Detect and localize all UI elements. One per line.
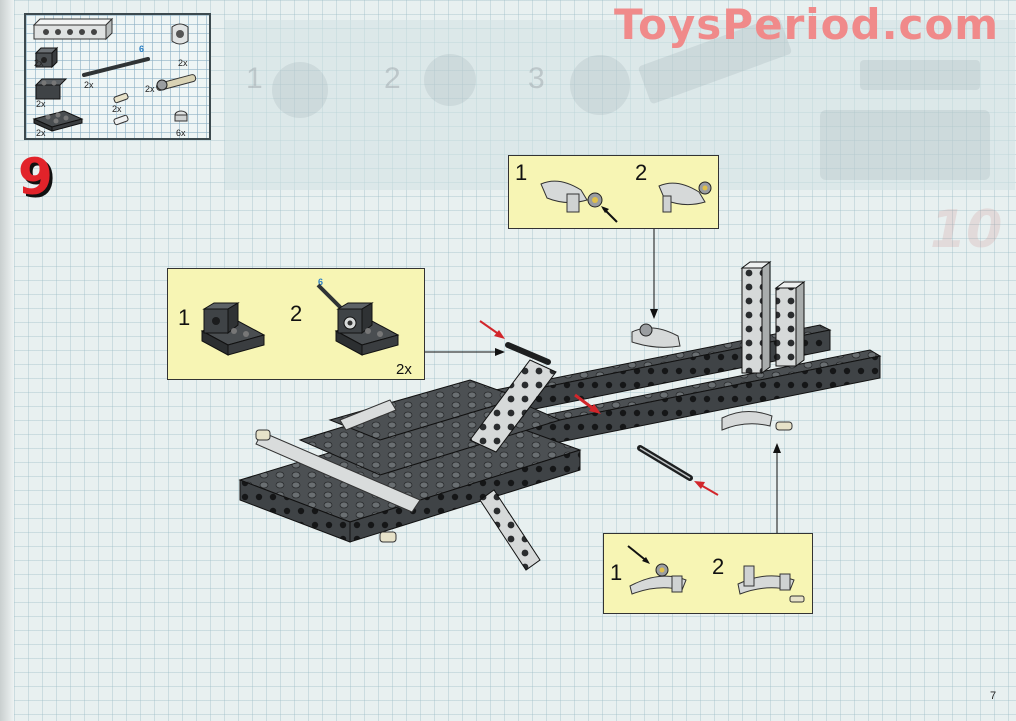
qty-dark-brick: 2x bbox=[36, 99, 46, 109]
front-light-beam bbox=[479, 489, 541, 571]
watermark-text: ToysPeriod.com bbox=[614, 0, 1000, 49]
steering-arm-illustration-1 bbox=[627, 545, 687, 595]
qty-axle: 2x bbox=[84, 80, 94, 90]
red-arrow-axle-front bbox=[479, 320, 505, 339]
bracket-illustration-2 bbox=[316, 283, 400, 356]
step-number: 9 bbox=[18, 148, 53, 206]
page-number: 7 bbox=[990, 690, 997, 702]
steering-arm-illustration-2 bbox=[737, 565, 805, 603]
long-pin-part bbox=[156, 74, 197, 91]
qty-long-pin: 2x bbox=[145, 84, 155, 94]
callout-bottom-sub1: 1 bbox=[610, 560, 623, 585]
page-spine bbox=[0, 0, 14, 721]
parts-axle-length: 6 bbox=[139, 44, 145, 54]
callout-top-sub2: 2 bbox=[635, 160, 648, 185]
vertical-beam-left bbox=[740, 261, 772, 374]
bracket-illustration-1 bbox=[200, 302, 266, 356]
background-step-3: 3 bbox=[528, 62, 545, 95]
qty-bush: 6x bbox=[176, 128, 186, 138]
callout-top-illustration bbox=[540, 180, 712, 223]
callout-bottom-sub2: 2 bbox=[712, 554, 725, 579]
connector-part bbox=[171, 23, 189, 45]
leader-arrow-bottom-callout bbox=[773, 443, 781, 533]
background-step-1: 1 bbox=[246, 62, 263, 95]
vertical-beam-right bbox=[774, 281, 806, 367]
connector-illustration-2 bbox=[658, 181, 712, 213]
rear-connector-top bbox=[631, 323, 681, 348]
leader-arrow-top-callout bbox=[650, 229, 658, 319]
callout-left-sub2: 2 bbox=[290, 301, 303, 326]
dark-brick-part bbox=[34, 46, 59, 69]
bush-part bbox=[174, 110, 188, 122]
light-beam-part bbox=[32, 17, 114, 41]
axle-rear bbox=[637, 445, 693, 481]
red-arrow-axle-mid bbox=[574, 393, 601, 414]
inclined-light-beam bbox=[469, 359, 557, 453]
qty-dark-plate: 2x bbox=[36, 128, 46, 138]
callout-left-quantity: 2x bbox=[396, 361, 412, 378]
qty-pin: 2x bbox=[112, 104, 122, 114]
axle-front bbox=[505, 342, 551, 365]
rear-connector-bottom bbox=[721, 411, 793, 431]
qty-light-beam: 2x bbox=[34, 58, 44, 68]
callout-left: 1 2 6 2x bbox=[167, 268, 425, 380]
callout-left-axle-length: 6 bbox=[318, 277, 324, 287]
leader-arrow-left-callout bbox=[425, 348, 505, 356]
pin-part bbox=[113, 92, 129, 126]
callout-bottom: 1 2 bbox=[603, 533, 813, 614]
background-step-2: 2 bbox=[384, 62, 401, 95]
callout-bottom-illustration bbox=[627, 545, 805, 603]
callout-left-illustration bbox=[200, 283, 400, 356]
dark-plate-part bbox=[32, 110, 84, 132]
callout-left-sub1: 1 bbox=[178, 305, 191, 330]
dark-bracket-part bbox=[34, 78, 68, 100]
red-arrow-axle-rear bbox=[694, 481, 719, 496]
parts-list-illustration bbox=[32, 17, 197, 132]
background-step-10: 10 bbox=[930, 200, 1003, 260]
front-steering-link bbox=[255, 399, 421, 543]
qty-connector: 2x bbox=[178, 58, 188, 68]
parts-list-box: 6 2x 2x 2x 2x 2x 2x 2x 6x bbox=[24, 13, 211, 140]
connector-illustration-1 bbox=[540, 180, 618, 223]
callout-top-sub1: 1 bbox=[515, 160, 528, 185]
callout-top: 1 2 bbox=[508, 155, 719, 229]
